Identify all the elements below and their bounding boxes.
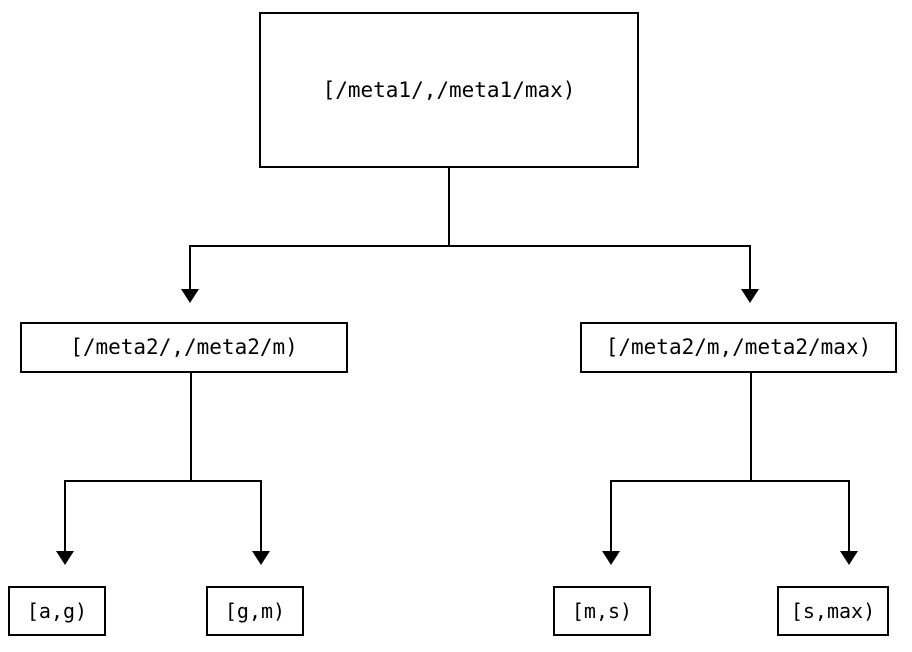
tree-node-leaf-a-g-label: [a,g) — [26, 599, 88, 623]
tree-node-leaf-g-m[interactable]: [g,m) — [206, 586, 304, 636]
arrow-down-icon-l2-left-to-leaf-g-m — [252, 551, 270, 565]
arrow-down-icon-root-to-l2-left — [181, 289, 199, 303]
arrow-down-icon-l2-left-to-leaf-a-g — [56, 551, 74, 565]
arrow-down-icon-l2-right-to-leaf-m-s — [602, 551, 620, 565]
tree-node-l2-right-label: [/meta2/m,/meta2/max) — [605, 335, 872, 359]
edge-root-bar — [189, 245, 751, 247]
tree-node-leaf-g-m-label: [g,m) — [224, 599, 286, 623]
tree-node-l2-right[interactable]: [/meta2/m,/meta2/max) — [580, 322, 897, 373]
edge-l2-right-stem — [750, 373, 752, 481]
edge-l2-left-bar — [64, 480, 262, 482]
tree-node-leaf-a-g[interactable]: [a,g) — [8, 586, 106, 636]
edge-root-to-l2-right-drop — [749, 245, 751, 291]
arrow-down-icon-l2-right-to-leaf-s-max — [840, 551, 858, 565]
tree-node-l2-left[interactable]: [/meta2/,/meta2/m) — [20, 322, 348, 373]
tree-node-root[interactable]: [/meta1/,/meta1/max) — [259, 12, 639, 168]
edge-l2-left-to-leaf-a-g-drop — [64, 480, 66, 553]
edge-l2-left-stem — [190, 373, 192, 481]
tree-node-leaf-s-max[interactable]: [s,max) — [777, 586, 889, 636]
tree-node-leaf-s-max-label: [s,max) — [790, 599, 876, 623]
edge-l2-right-to-leaf-m-s-drop — [610, 480, 612, 553]
tree-node-leaf-m-s-label: [m,s) — [571, 599, 633, 623]
edge-root-stem — [448, 168, 450, 246]
edge-l2-left-to-leaf-g-m-drop — [260, 480, 262, 553]
tree-node-leaf-m-s[interactable]: [m,s) — [553, 586, 651, 636]
tree-node-root-label: [/meta1/,/meta1/max) — [322, 77, 576, 102]
edge-l2-right-bar — [610, 480, 850, 482]
arrow-down-icon-root-to-l2-right — [741, 289, 759, 303]
tree-node-l2-left-label: [/meta2/,/meta2/m) — [70, 335, 298, 359]
edge-l2-right-to-leaf-s-max-drop — [848, 480, 850, 553]
edge-root-to-l2-left-drop — [189, 245, 191, 291]
